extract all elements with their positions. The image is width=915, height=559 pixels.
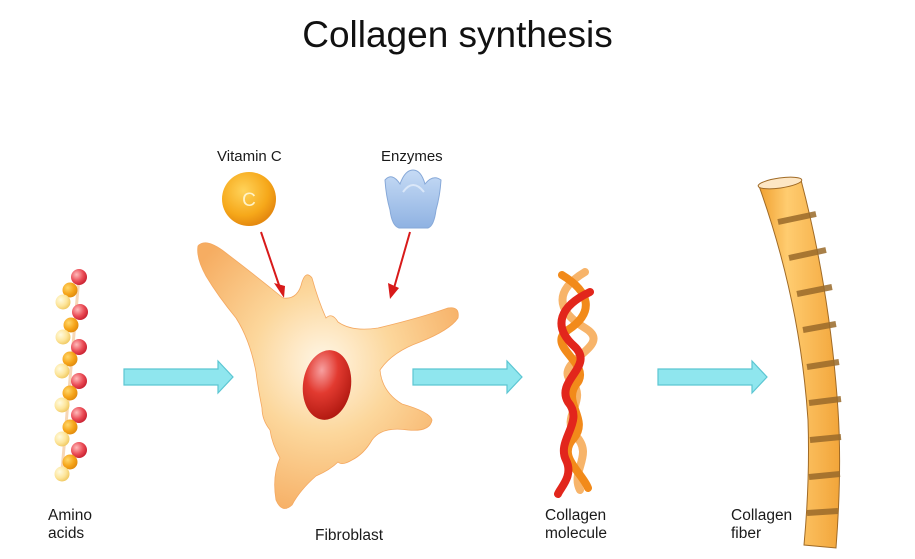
- diagram-title: Collagen synthesis: [302, 14, 613, 55]
- enzyme-icon: [384, 169, 442, 229]
- amino-acid-red: [71, 373, 87, 389]
- fibroblast-cell: [197, 242, 459, 509]
- collagen-fiber-label: Collagen fiber: [731, 507, 792, 543]
- collagen-fiber-label-line1: Collagen: [731, 507, 793, 524]
- amino-acid-orange: [62, 351, 78, 367]
- amino-acid-orange: [62, 385, 78, 401]
- amino-acid-orange: [62, 419, 78, 435]
- amino-acids-label: Amino acids: [48, 507, 92, 543]
- fibroblast-label: Fibroblast: [315, 527, 384, 544]
- flow-arrow-1: [123, 359, 234, 395]
- amino-acid-red: [71, 269, 87, 285]
- amino-acid-yellow: [54, 397, 70, 413]
- amino-acid-orange: [62, 282, 78, 298]
- vitamin-c-label: Vitamin C: [217, 148, 282, 165]
- collagen-fiber: [757, 176, 842, 549]
- nucleus: [302, 350, 352, 420]
- amino-acid-yellow: [55, 329, 71, 345]
- vitamin-c-pointer-arrow: [260, 231, 285, 298]
- collagen-molecule-label-line2: molecule: [545, 525, 608, 542]
- collagen-fiber-label-line2: fiber: [731, 525, 762, 542]
- amino-acids-label-line2: acids: [48, 525, 85, 542]
- amino-acids-label-line1: Amino: [48, 507, 92, 524]
- amino-acid-red: [71, 442, 87, 458]
- collagen-molecule-label: Collagen molecule: [545, 507, 607, 543]
- amino-acid-yellow: [54, 363, 70, 379]
- amino-acid-yellow: [54, 466, 70, 482]
- amino-acid-red: [71, 339, 87, 355]
- vitamin-c-symbol: C: [242, 190, 256, 211]
- flow-arrow-3: [657, 359, 768, 395]
- amino-acid-red: [72, 304, 88, 320]
- enzymes-label: Enzymes: [381, 148, 443, 165]
- amino-acid-chain: [54, 269, 88, 482]
- enzyme-pointer-arrow: [388, 231, 411, 299]
- amino-acid-yellow: [54, 431, 70, 447]
- amino-acid-red: [71, 407, 87, 423]
- amino-acid-orange: [62, 454, 78, 470]
- collagen-molecule-label-line1: Collagen: [545, 507, 607, 524]
- flow-arrow-2: [412, 359, 523, 395]
- vitamin-c-icon: C: [222, 172, 276, 226]
- amino-acid-yellow: [55, 294, 71, 310]
- fiber-bands: [777, 211, 842, 516]
- collagen-molecule-helix: [554, 268, 598, 498]
- amino-acid-orange: [63, 317, 79, 333]
